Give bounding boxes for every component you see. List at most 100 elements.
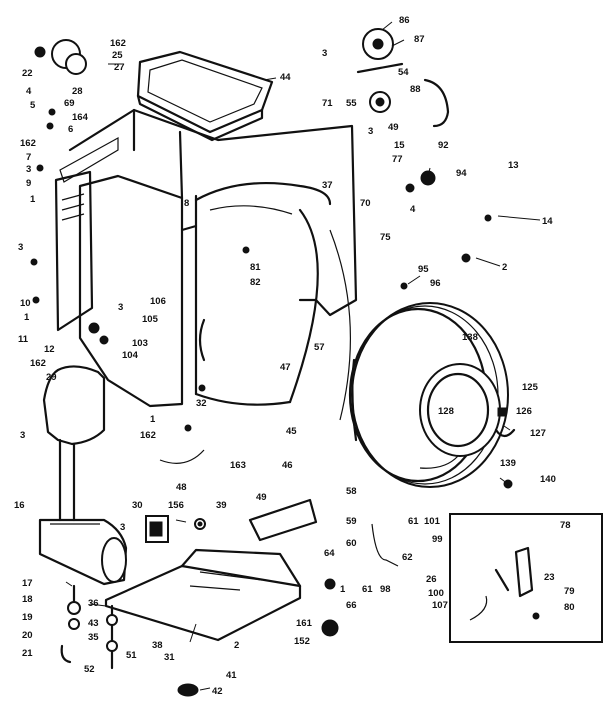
part-label: 79: [564, 586, 575, 597]
part-label: 126: [516, 406, 532, 417]
inset-box: [449, 513, 603, 643]
part-label: 71: [322, 98, 333, 109]
part-label: 41: [226, 670, 237, 681]
part-label: 22: [22, 68, 33, 79]
part-label: 20: [22, 630, 33, 641]
part-label: 6: [68, 124, 73, 135]
part-label: 92: [438, 140, 449, 151]
part-label: 36: [88, 598, 99, 609]
part-label: 46: [282, 460, 293, 471]
part-label: 42: [212, 686, 223, 697]
part-label: 162: [30, 358, 46, 369]
drum-rear-support: [348, 302, 509, 488]
part-label: 62: [402, 552, 413, 563]
part-label: 3: [368, 126, 373, 137]
part-label: 152: [294, 636, 310, 647]
part-label: 94: [456, 168, 467, 179]
dryer-drum: [194, 181, 332, 406]
part-label: 38: [152, 640, 163, 651]
part-label: 49: [256, 492, 267, 503]
part-label: 4: [410, 204, 416, 215]
left-hardware-stack: [60, 584, 81, 664]
part-label: 81: [250, 262, 261, 273]
part-label: 1: [340, 584, 346, 595]
part-label: 140: [540, 474, 556, 485]
leader-lines: [65, 21, 541, 691]
part-label: 61: [408, 516, 419, 527]
part-label: 69: [64, 98, 75, 109]
part-label: 3: [120, 522, 125, 533]
part-label: 54: [398, 67, 409, 78]
part-label: 61: [362, 584, 373, 595]
part-label: 3: [322, 48, 327, 59]
base-pan: [104, 498, 318, 642]
part-label: 44: [280, 72, 291, 83]
part-label: 47: [280, 362, 291, 373]
part-label: 1: [150, 414, 156, 425]
part-label: 162: [20, 138, 36, 149]
part-label: 7: [26, 152, 31, 163]
part-label: 4: [26, 86, 32, 97]
part-label: 5: [30, 100, 36, 111]
part-label: 2: [502, 262, 507, 273]
part-label: 51: [126, 650, 137, 661]
part-label: 3: [20, 430, 25, 441]
part-label: 105: [142, 314, 159, 325]
part-label: 107: [432, 600, 448, 611]
part-label: 156: [168, 500, 184, 511]
part-label: 43: [88, 618, 99, 629]
part-label: 3: [118, 302, 123, 313]
part-label: 10: [20, 298, 31, 309]
part-label: 30: [132, 500, 143, 511]
fasteners: [30, 39, 513, 637]
part-label: 82: [250, 277, 261, 288]
part-label: 21: [22, 648, 33, 659]
part-label: 3: [26, 164, 31, 175]
part-label: 52: [84, 664, 95, 675]
part-label: 16: [14, 500, 25, 511]
part-label: 58: [346, 486, 357, 497]
part-label: 87: [414, 34, 425, 45]
part-label: 1: [24, 312, 30, 323]
part-label: 2: [234, 640, 239, 651]
part-label: 55: [346, 98, 357, 109]
part-label: 78: [560, 520, 571, 531]
part-label: 100: [428, 588, 444, 599]
part-label: 11: [18, 334, 29, 345]
part-label: 138: [462, 332, 478, 343]
part-label: 13: [508, 160, 519, 171]
part-label: 70: [360, 198, 371, 209]
part-label: 95: [418, 264, 429, 275]
part-label: 96: [430, 278, 441, 289]
part-label: 162: [110, 38, 126, 49]
part-label: 163: [230, 460, 246, 471]
part-label: 15: [394, 140, 405, 151]
part-label: 39: [216, 500, 227, 511]
part-label: 26: [426, 574, 437, 585]
heater-housing: [38, 518, 128, 586]
part-label: 104: [122, 350, 139, 361]
part-label: 17: [22, 578, 33, 589]
part-label: 75: [380, 232, 391, 243]
motor-assembly: [145, 515, 206, 543]
cabinet-frame: [54, 108, 358, 332]
part-label: 103: [132, 338, 148, 349]
drive-belt: [329, 229, 351, 421]
blower-duct: [42, 365, 106, 522]
part-label: 25: [112, 50, 123, 61]
part-label: 23: [544, 572, 555, 583]
part-label: 48: [176, 482, 187, 493]
lead-wire: [159, 449, 399, 567]
door-hinge: [494, 407, 516, 438]
part-label: 27: [114, 62, 125, 73]
part-label: 98: [380, 584, 391, 595]
top-cover-panel: [136, 50, 274, 142]
part-label: 125: [522, 382, 539, 393]
part-label: 29: [46, 372, 57, 383]
part-label: 127: [530, 428, 546, 439]
part-label: 99: [432, 534, 443, 545]
part-label: 106: [150, 296, 166, 307]
part-label: 8: [184, 198, 189, 209]
motor-pulley: [356, 28, 450, 128]
